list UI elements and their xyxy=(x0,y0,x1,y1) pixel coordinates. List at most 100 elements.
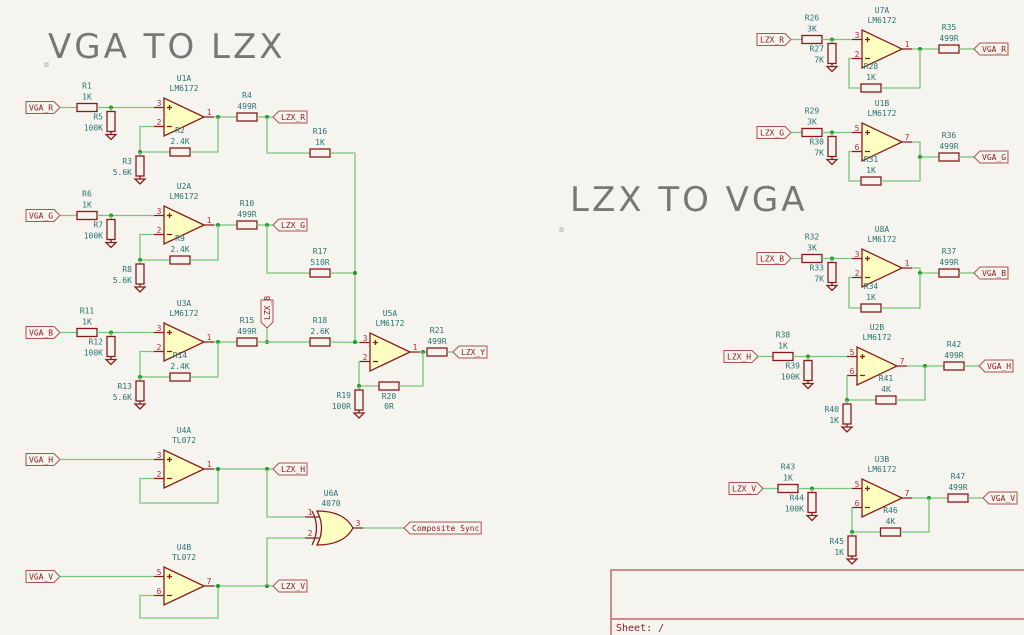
resistor-body[interactable] xyxy=(801,127,823,138)
resistor-body[interactable] xyxy=(772,351,794,362)
net-label[interactable]: VGA_H xyxy=(25,453,61,466)
resistor-body[interactable] xyxy=(236,112,258,122)
net-label[interactable]: VGA_G xyxy=(25,209,61,222)
resistor-body[interactable] xyxy=(860,83,882,93)
net-label-shape[interactable] xyxy=(272,462,308,476)
net-label-shape[interactable] xyxy=(978,359,1014,373)
net-label-shape[interactable] xyxy=(973,266,1009,280)
opamp-triangle[interactable] xyxy=(861,121,904,163)
net-label-shape[interactable] xyxy=(982,491,1018,505)
net-label-shape[interactable] xyxy=(25,570,61,583)
resistor-body[interactable] xyxy=(827,42,837,65)
net-label-shape[interactable] xyxy=(272,110,308,124)
resistor-body[interactable] xyxy=(860,303,882,313)
net-label-shape[interactable] xyxy=(452,345,488,359)
resistor-body[interactable] xyxy=(801,34,823,45)
resistor-body[interactable] xyxy=(378,381,400,391)
net-label[interactable]: Composite Sync xyxy=(403,521,482,535)
xor-gate-body[interactable] xyxy=(315,510,354,546)
net-label-shape[interactable] xyxy=(723,350,759,363)
resistor-body[interactable] xyxy=(135,263,145,285)
net-label[interactable]: VGA_G xyxy=(973,150,1009,164)
resistor-body[interactable] xyxy=(879,527,902,537)
wire[interactable] xyxy=(139,586,219,619)
opamp-triangle[interactable] xyxy=(861,477,904,519)
resistor-body[interactable] xyxy=(426,347,448,357)
resistor-body[interactable] xyxy=(842,403,852,425)
net-label[interactable]: LZX_Y xyxy=(452,345,488,359)
wire[interactable] xyxy=(358,360,379,387)
resistor-body[interactable] xyxy=(938,152,960,162)
opamp-triangle[interactable] xyxy=(163,565,206,607)
resistor-body[interactable] xyxy=(943,361,965,371)
resistor-body[interactable] xyxy=(76,327,98,338)
resistor-body[interactable] xyxy=(827,261,837,284)
net-label[interactable]: LZX_B xyxy=(260,296,274,329)
net-label-shape[interactable] xyxy=(756,252,792,265)
net-label[interactable]: VGA_R xyxy=(973,42,1009,56)
wire[interactable] xyxy=(139,469,219,504)
resistor-body[interactable] xyxy=(807,491,817,514)
net-label[interactable]: LZX_H xyxy=(723,350,759,363)
wire[interactable] xyxy=(848,276,861,309)
resistor-body[interactable] xyxy=(938,268,960,278)
net-label-shape[interactable] xyxy=(272,218,308,232)
wire[interactable] xyxy=(139,125,170,153)
opamp-triangle[interactable] xyxy=(163,96,206,138)
wire[interactable] xyxy=(190,342,219,378)
resistor-body[interactable] xyxy=(938,44,960,54)
wire[interactable] xyxy=(266,469,305,518)
resistor-body[interactable] xyxy=(309,268,331,278)
wire[interactable] xyxy=(881,157,921,182)
wire[interactable] xyxy=(848,57,861,89)
net-label[interactable]: VGA_B xyxy=(25,326,61,339)
net-label-shape[interactable] xyxy=(756,126,792,139)
resistor-body[interactable] xyxy=(309,148,331,158)
wire[interactable] xyxy=(330,152,356,342)
resistor-body[interactable] xyxy=(777,483,799,494)
wire[interactable] xyxy=(881,273,921,309)
wire[interactable] xyxy=(139,350,170,378)
resistor-body[interactable] xyxy=(169,147,191,157)
wire[interactable] xyxy=(912,267,939,274)
resistor-body[interactable] xyxy=(236,337,258,347)
opamp-triangle[interactable] xyxy=(861,247,904,289)
net-label[interactable]: VGA_R xyxy=(25,101,61,114)
wire[interactable] xyxy=(266,225,310,274)
resistor-body[interactable] xyxy=(135,380,145,402)
wire[interactable] xyxy=(900,498,930,533)
resistor-body[interactable] xyxy=(236,220,258,230)
opamp-triangle[interactable] xyxy=(163,204,206,246)
wire[interactable] xyxy=(139,233,170,261)
resistor-body[interactable] xyxy=(354,389,364,411)
opamp-triangle[interactable] xyxy=(369,331,412,373)
